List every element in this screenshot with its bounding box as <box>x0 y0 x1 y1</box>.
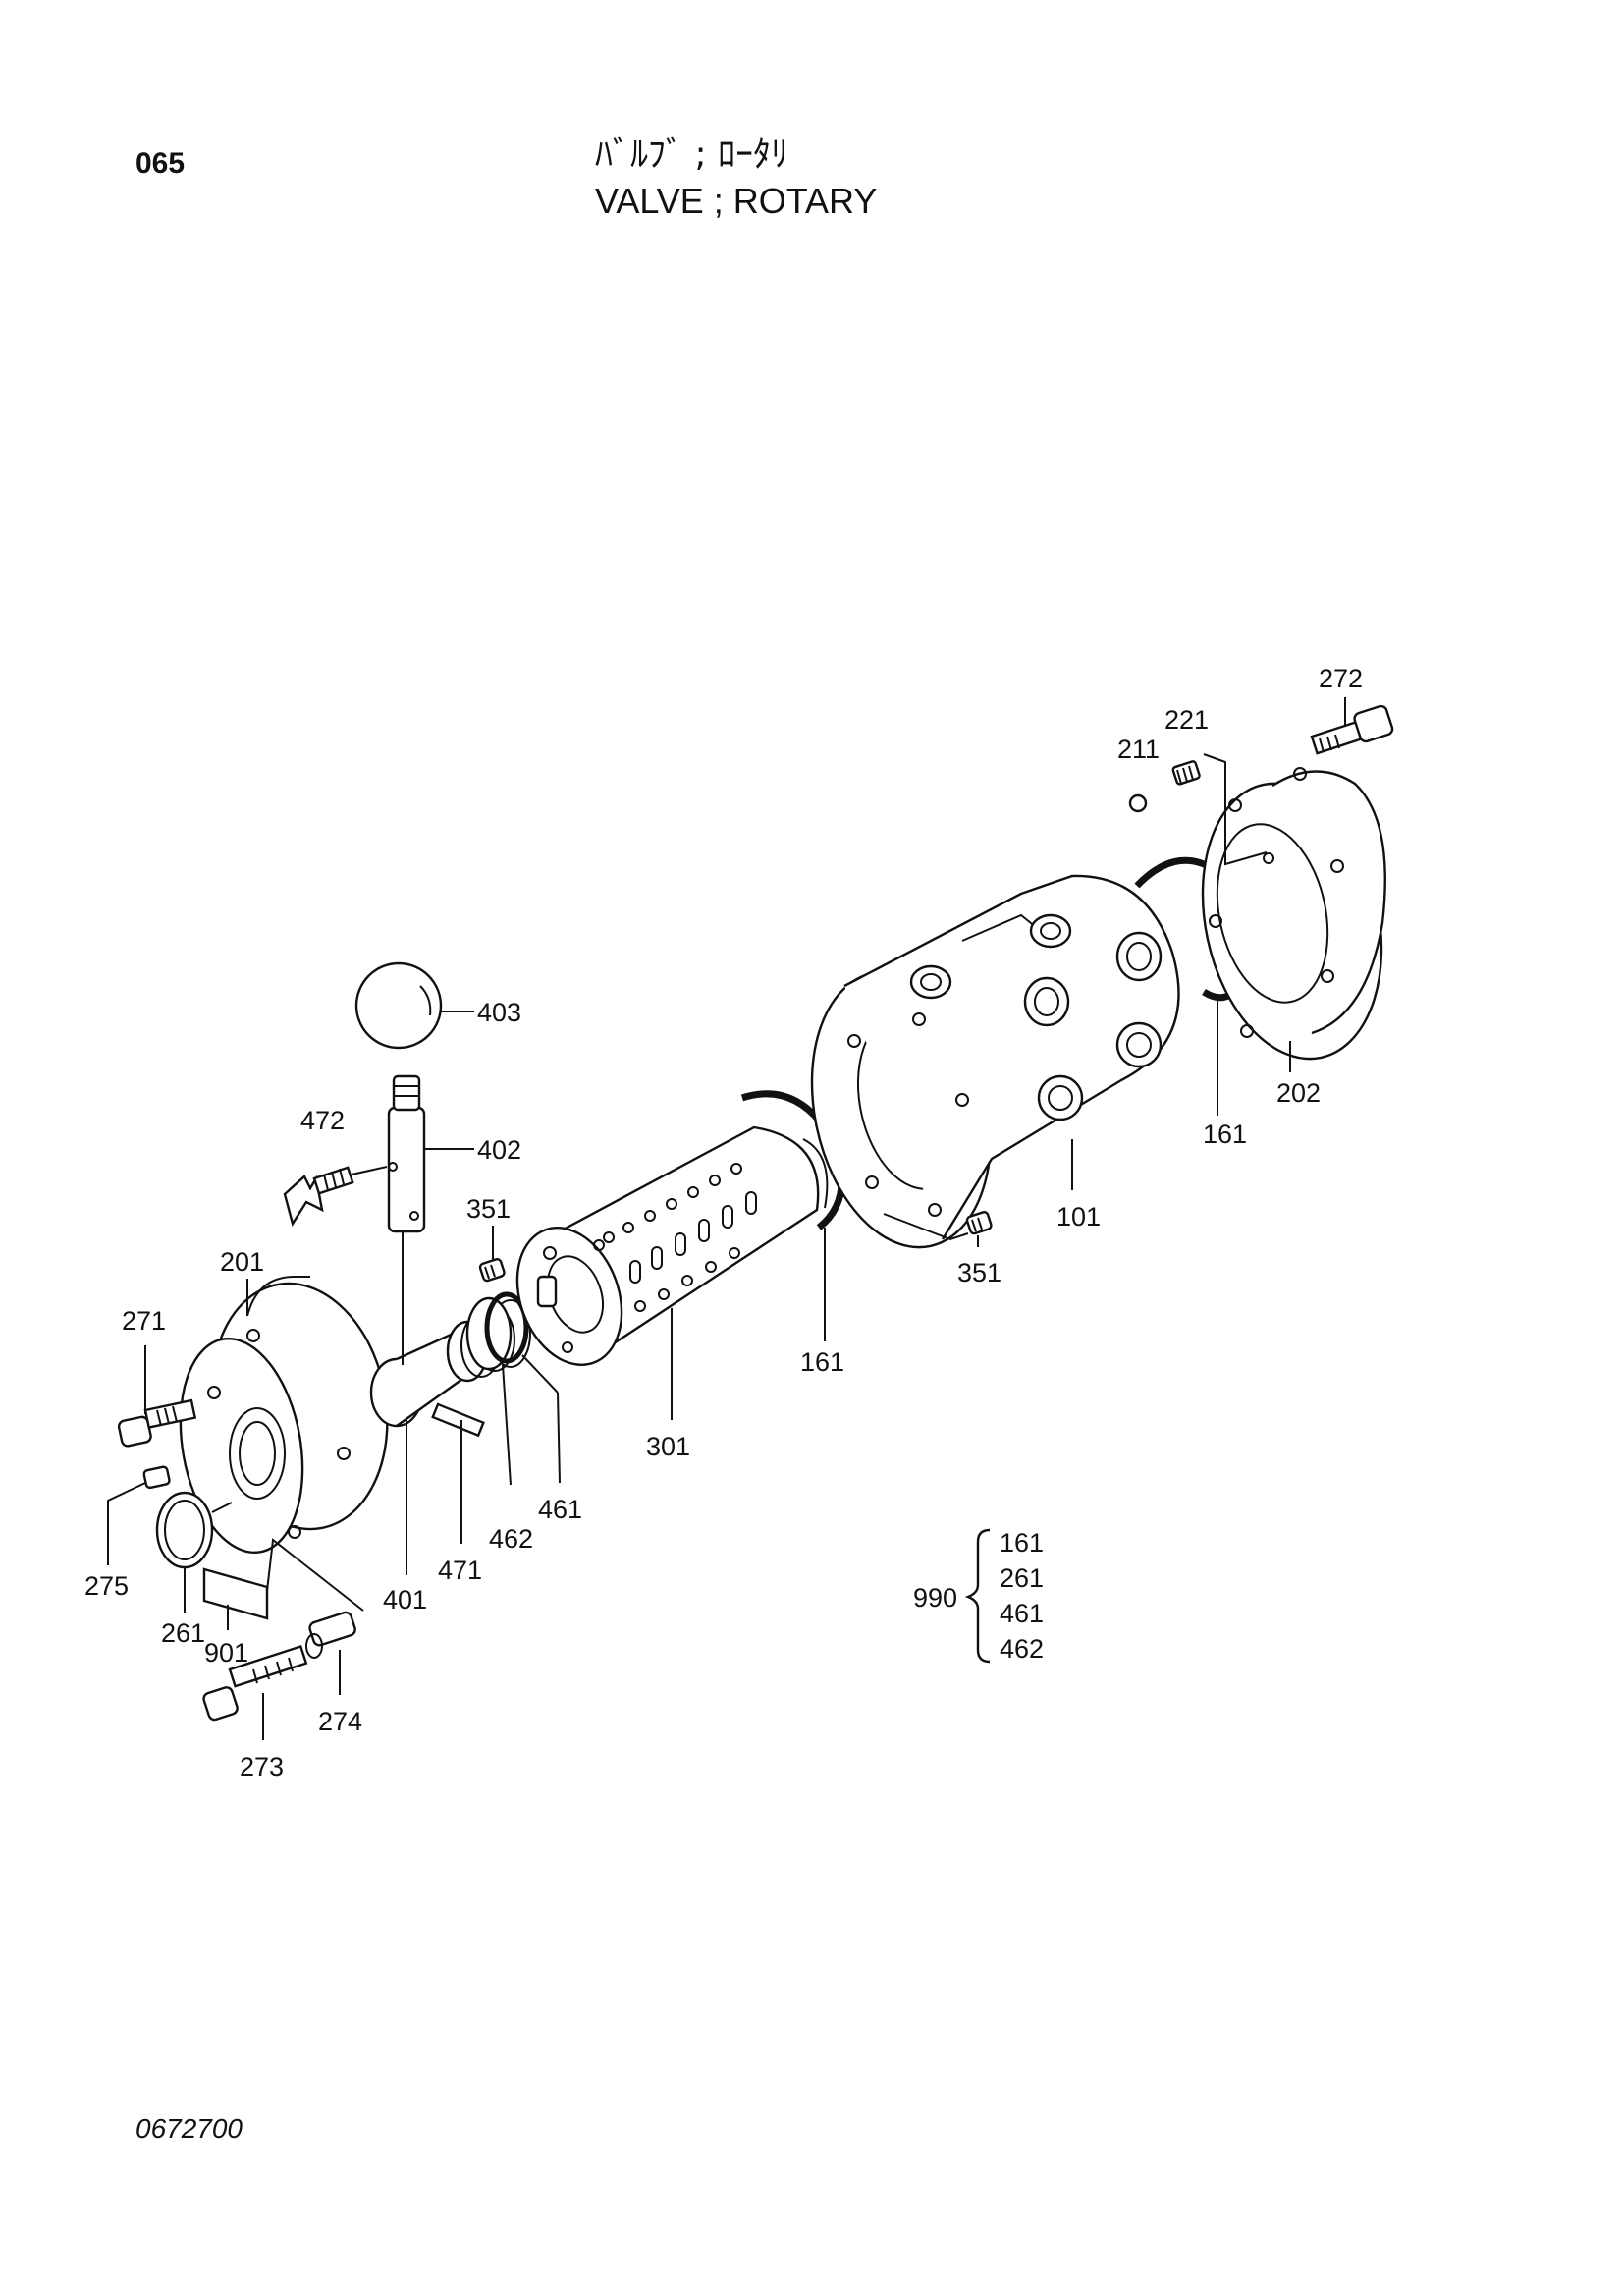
callout-301: 301 <box>646 1432 690 1461</box>
callout-351-right: 351 <box>957 1258 1001 1287</box>
part-274-bushing <box>305 1611 356 1695</box>
callout-461: 461 <box>538 1495 582 1524</box>
part-202-end-cover <box>1201 767 1386 1072</box>
page-number: 065 <box>135 147 186 180</box>
part-351-plug-left <box>478 1226 506 1283</box>
callout-202: 202 <box>1276 1078 1321 1108</box>
callout-462: 462 <box>489 1524 533 1554</box>
callout-401: 401 <box>383 1585 427 1614</box>
callout-161-right: 161 <box>1203 1120 1247 1149</box>
kit-item-4: 462 <box>1000 1634 1044 1664</box>
part-272-bolt <box>1310 697 1394 755</box>
part-101-valve-body <box>810 874 1180 1249</box>
callout-211: 211 <box>1117 735 1160 764</box>
callout-275: 275 <box>84 1571 129 1601</box>
part-402-lever-shaft <box>387 1074 474 1233</box>
part-275-plug <box>107 1465 171 1565</box>
callout-221: 221 <box>1164 705 1209 735</box>
callout-261: 261 <box>161 1618 205 1648</box>
title-japanese: ﾊﾞﾙﾌﾞ ; ﾛｰﾀﾘ <box>595 135 789 175</box>
part-261-seal-ring <box>155 1491 233 1613</box>
part-273-long-bolt <box>202 1645 308 1740</box>
part-403-ball-knob <box>354 961 474 1050</box>
part-201-end-cover <box>179 1276 389 1555</box>
part-301-sleeve <box>515 1125 829 1420</box>
drawing-code: 0672700 <box>135 2113 243 2144</box>
part-901-name-plate <box>202 1538 364 1630</box>
part-271-bolt <box>117 1345 197 1448</box>
kit-item-2: 261 <box>1000 1563 1044 1593</box>
callout-403: 403 <box>477 998 521 1027</box>
callout-201: 201 <box>220 1247 264 1277</box>
callout-161-middle: 161 <box>800 1347 844 1377</box>
callout-272: 272 <box>1319 664 1363 693</box>
kit-item-3: 461 <box>1000 1599 1044 1628</box>
part-401-spool <box>369 1231 531 1575</box>
callout-402: 402 <box>477 1135 521 1165</box>
kit-number: 990 <box>913 1583 957 1613</box>
callout-271: 271 <box>122 1306 166 1336</box>
callout-274: 274 <box>318 1707 362 1736</box>
callout-273: 273 <box>240 1752 284 1781</box>
kit-item-1: 161 <box>1000 1528 1044 1558</box>
kit-990-brace <box>964 1528 991 1664</box>
part-351-plug-right <box>965 1211 993 1247</box>
callout-101: 101 <box>1056 1202 1101 1231</box>
part-461-o-ring <box>484 1291 561 1484</box>
part-472-wing-bolt <box>283 1166 388 1227</box>
callout-471: 471 <box>438 1556 482 1585</box>
callout-472: 472 <box>300 1106 345 1135</box>
part-211-steel-ball <box>1128 793 1148 813</box>
part-221-spring <box>1171 753 1268 866</box>
title-english: VALVE ; ROTARY <box>595 181 878 221</box>
part-471-pin <box>431 1402 485 1544</box>
callout-351-left: 351 <box>466 1194 511 1224</box>
callout-901: 901 <box>204 1638 248 1667</box>
